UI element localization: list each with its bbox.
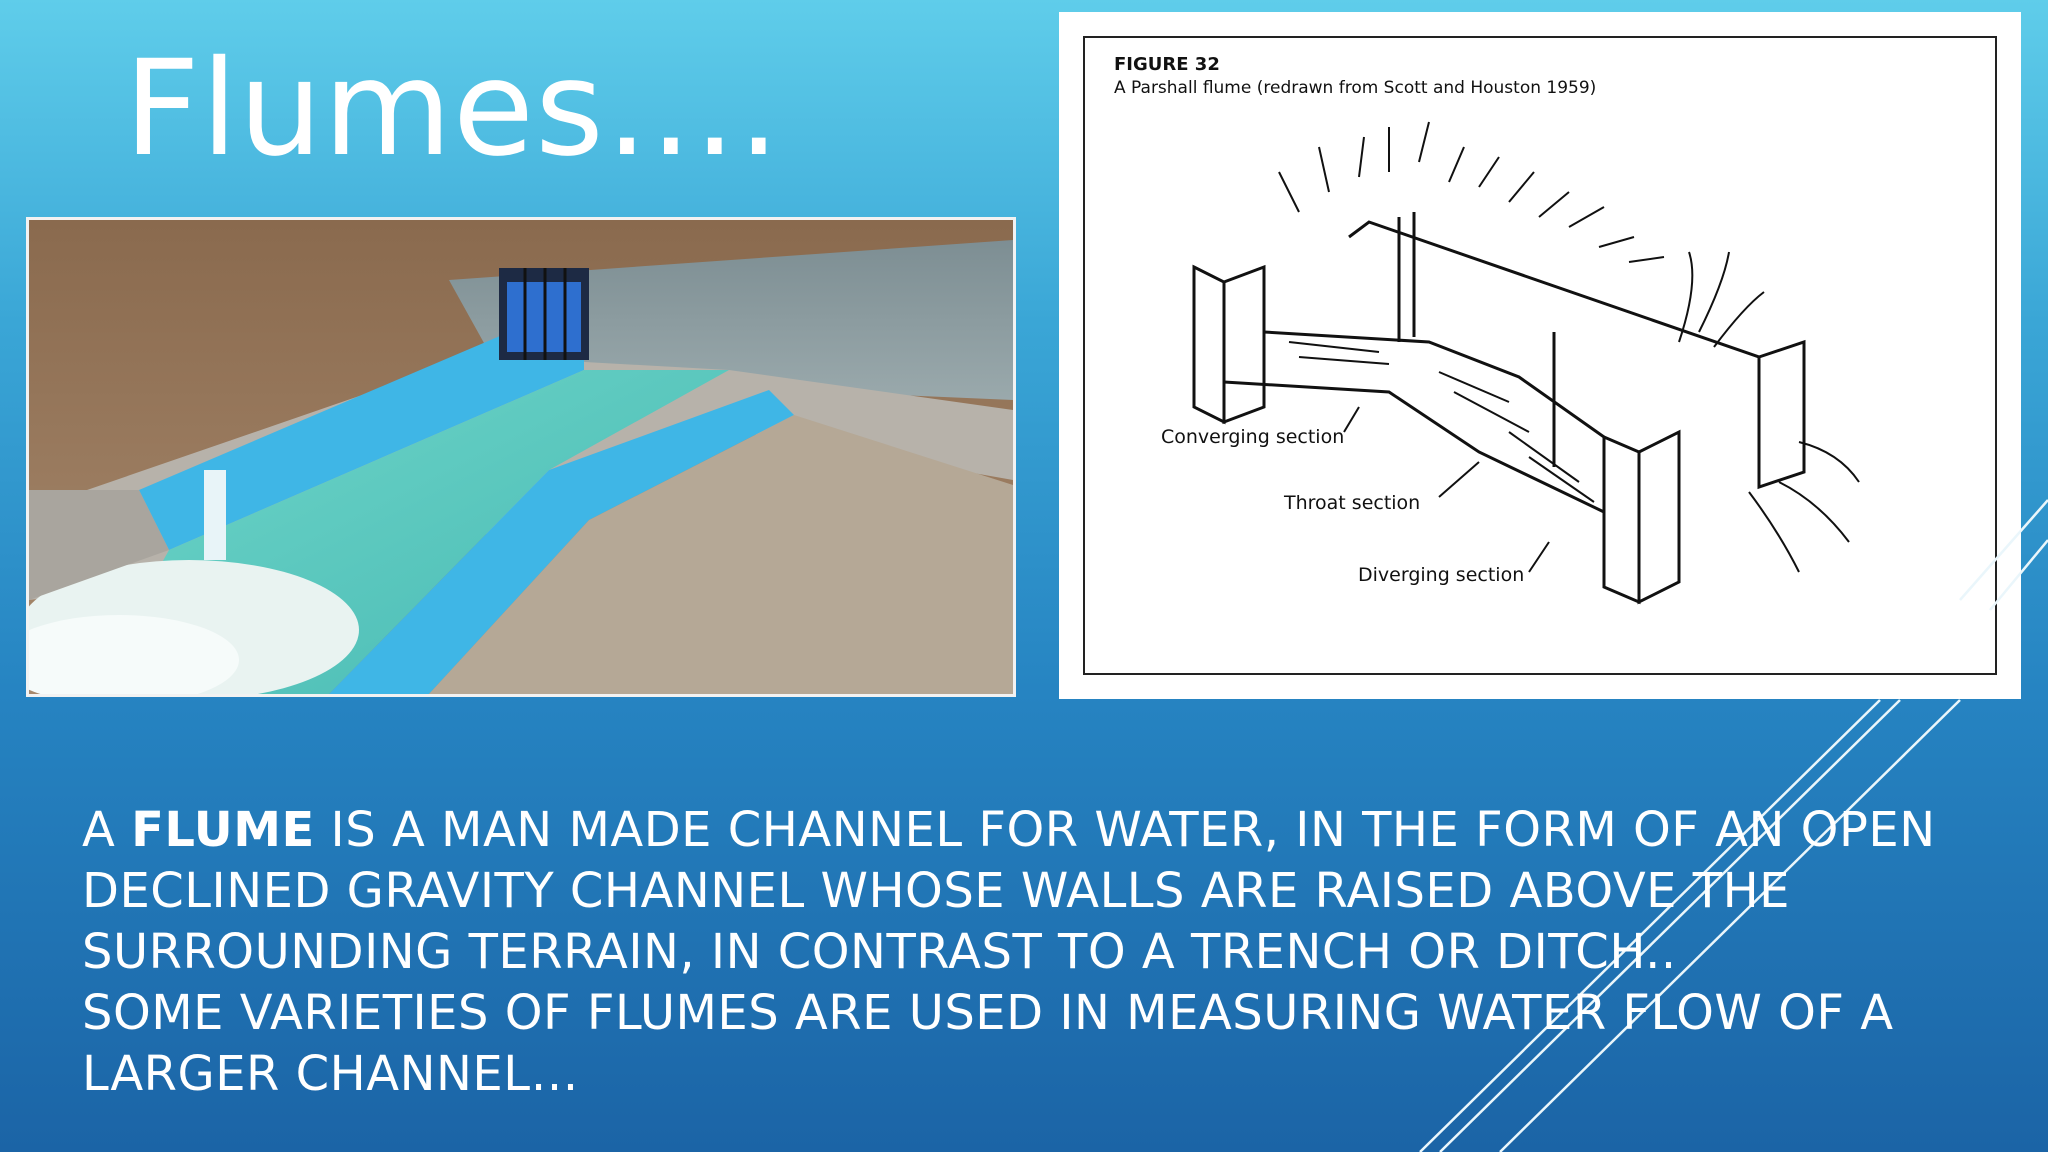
definition-prefix: A	[82, 802, 132, 858]
label-converging-section: Converging section	[1161, 426, 1345, 448]
label-throat-section: Throat section	[1284, 492, 1421, 514]
definition-text: is a man made channel for water, in the …	[82, 802, 1936, 980]
figure-number: FIGURE 32	[1114, 54, 1220, 75]
figure-caption: A Parshall flume (redrawn from Scott and…	[1114, 78, 1597, 98]
measurement-paragraph: Some varieties of flumes are used in mea…	[82, 985, 1894, 1102]
definition-paragraph: A FLUME is a man made channel for water,…	[82, 800, 1982, 983]
slide-body: A FLUME is a man made channel for water,…	[82, 800, 1982, 1105]
flume-photo	[26, 217, 1016, 697]
flume-keyword: FLUME	[131, 802, 315, 858]
label-diverging-section: Diverging section	[1358, 564, 1525, 586]
parshall-flume-figure: FIGURE 32 A Parshall flume (redrawn from…	[1059, 12, 2021, 699]
slide-title: Flumes….	[124, 32, 781, 186]
parshall-flume-drawing	[1192, 121, 1860, 605]
figure-border	[1083, 36, 1997, 675]
flume-photo-image	[29, 220, 1013, 694]
